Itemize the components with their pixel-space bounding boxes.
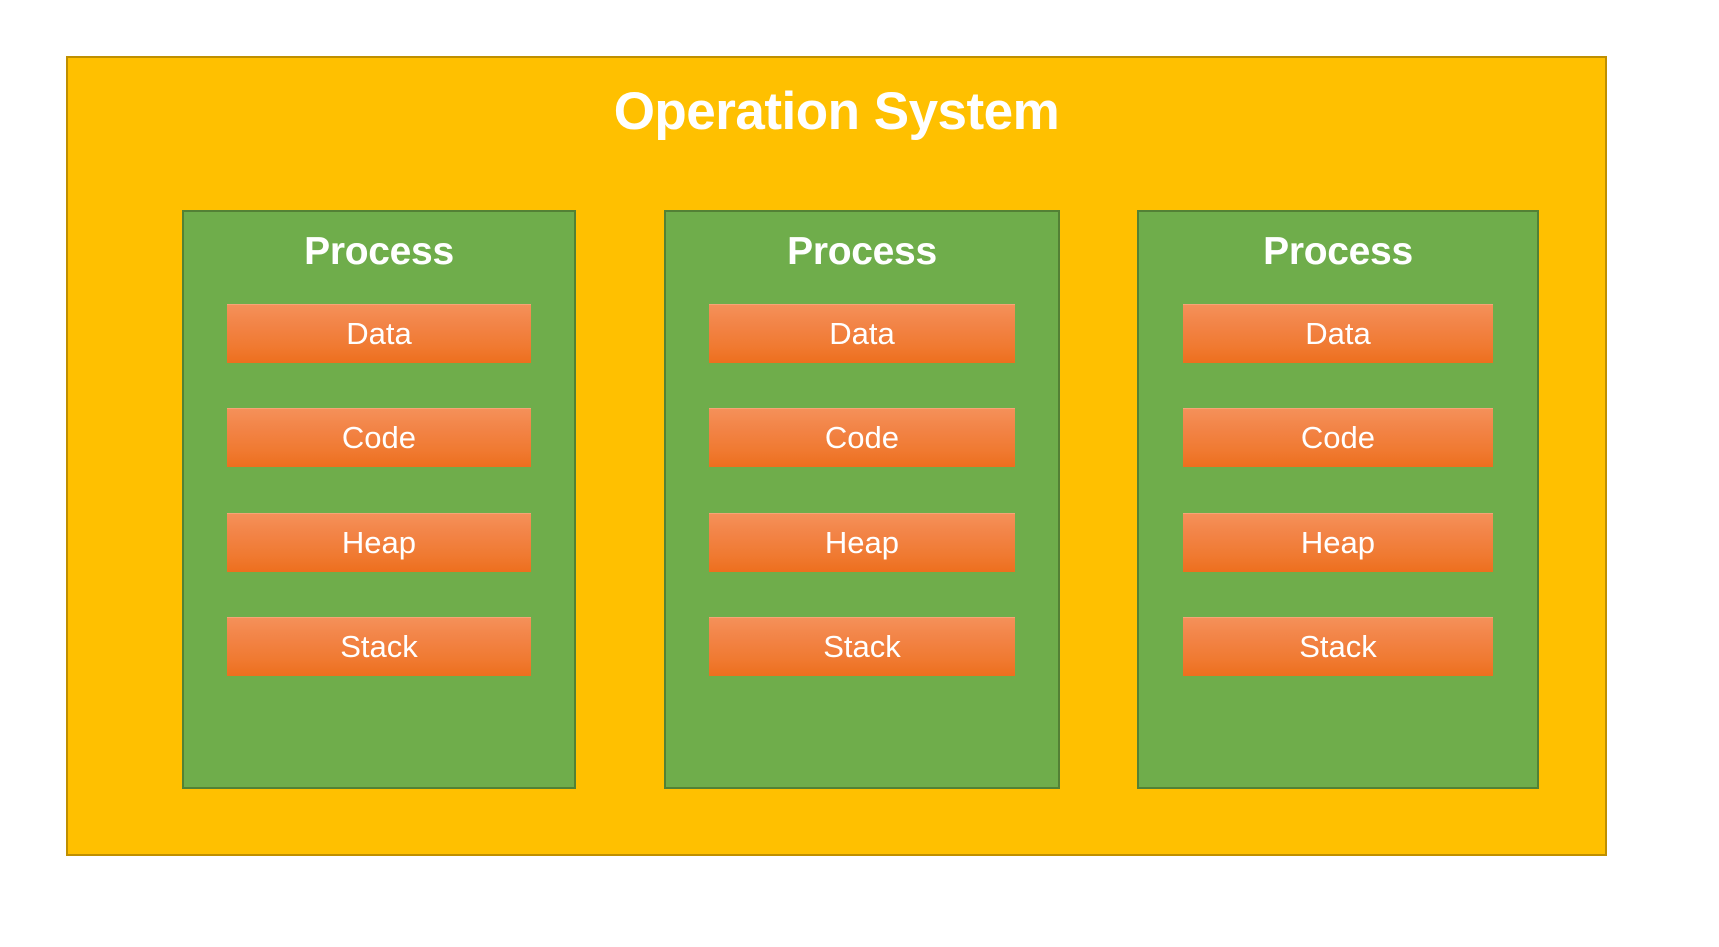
- memory-segment-stack-2[interactable]: Stack: [709, 617, 1015, 676]
- process-segments-2: Data Code Heap Stack: [666, 304, 1058, 724]
- memory-segment-data-2[interactable]: Data: [709, 304, 1015, 363]
- process-title-3: Process: [1263, 230, 1413, 273]
- memory-segment-data-3[interactable]: Data: [1182, 304, 1494, 363]
- memory-segment-heap-3[interactable]: Heap: [1182, 513, 1494, 572]
- process-segments-3: Data Code Heap Stack: [1139, 304, 1537, 724]
- operating-system-container: Operation System Process Data Code Heap …: [66, 56, 1607, 856]
- memory-segment-data-1[interactable]: Data: [226, 304, 532, 363]
- process-box-3[interactable]: Process Data Code Heap Stack: [1137, 210, 1539, 789]
- process-row: Process Data Code Heap Stack Process Dat…: [68, 58, 1605, 854]
- memory-segment-code-3[interactable]: Code: [1182, 408, 1494, 467]
- process-box-2[interactable]: Process Data Code Heap Stack: [664, 210, 1060, 789]
- process-box-1[interactable]: Process Data Code Heap Stack: [182, 210, 576, 789]
- process-segments-1: Data Code Heap Stack: [184, 304, 574, 724]
- process-title-1: Process: [304, 230, 454, 273]
- process-title-2: Process: [787, 230, 937, 273]
- memory-segment-stack-1[interactable]: Stack: [226, 617, 532, 676]
- memory-segment-heap-2[interactable]: Heap: [709, 513, 1015, 572]
- operating-system-title: Operation System: [613, 82, 1060, 141]
- memory-segment-stack-3[interactable]: Stack: [1182, 617, 1494, 676]
- memory-segment-heap-1[interactable]: Heap: [226, 513, 532, 572]
- memory-segment-code-2[interactable]: Code: [709, 408, 1015, 467]
- memory-segment-code-1[interactable]: Code: [226, 408, 532, 467]
